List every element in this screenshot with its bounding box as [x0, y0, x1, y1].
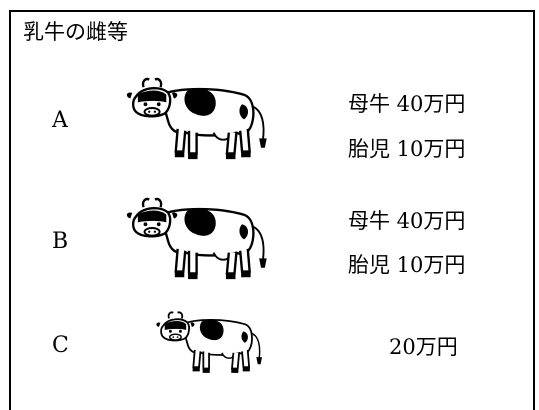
cow-icon [121, 192, 276, 282]
content-panel: 乳牛の雌等 A 母牛 40万円 胎児 10万円 B 母牛 40万円 胎児 10万… [9, 10, 535, 410]
mother-price: 母牛 40万円 [348, 92, 466, 116]
mother-price: 母牛 40万円 [348, 209, 466, 233]
cow-icon [121, 72, 276, 162]
list-item-c: C 20万円 [11, 307, 533, 387]
calf-icon [153, 307, 268, 375]
list-item-a: A 母牛 40万円 胎児 10万円 [11, 72, 533, 172]
item-letter: C [52, 333, 69, 358]
calf-price: 20万円 [389, 335, 458, 359]
fetus-price: 胎児 10万円 [348, 253, 466, 277]
item-letter: A [52, 108, 68, 133]
list-item-b: B 母牛 40万円 胎児 10万円 [11, 192, 533, 292]
item-letter: B [52, 229, 69, 254]
page-title: 乳牛の雌等 [23, 20, 128, 44]
fetus-price: 胎児 10万円 [348, 137, 466, 161]
